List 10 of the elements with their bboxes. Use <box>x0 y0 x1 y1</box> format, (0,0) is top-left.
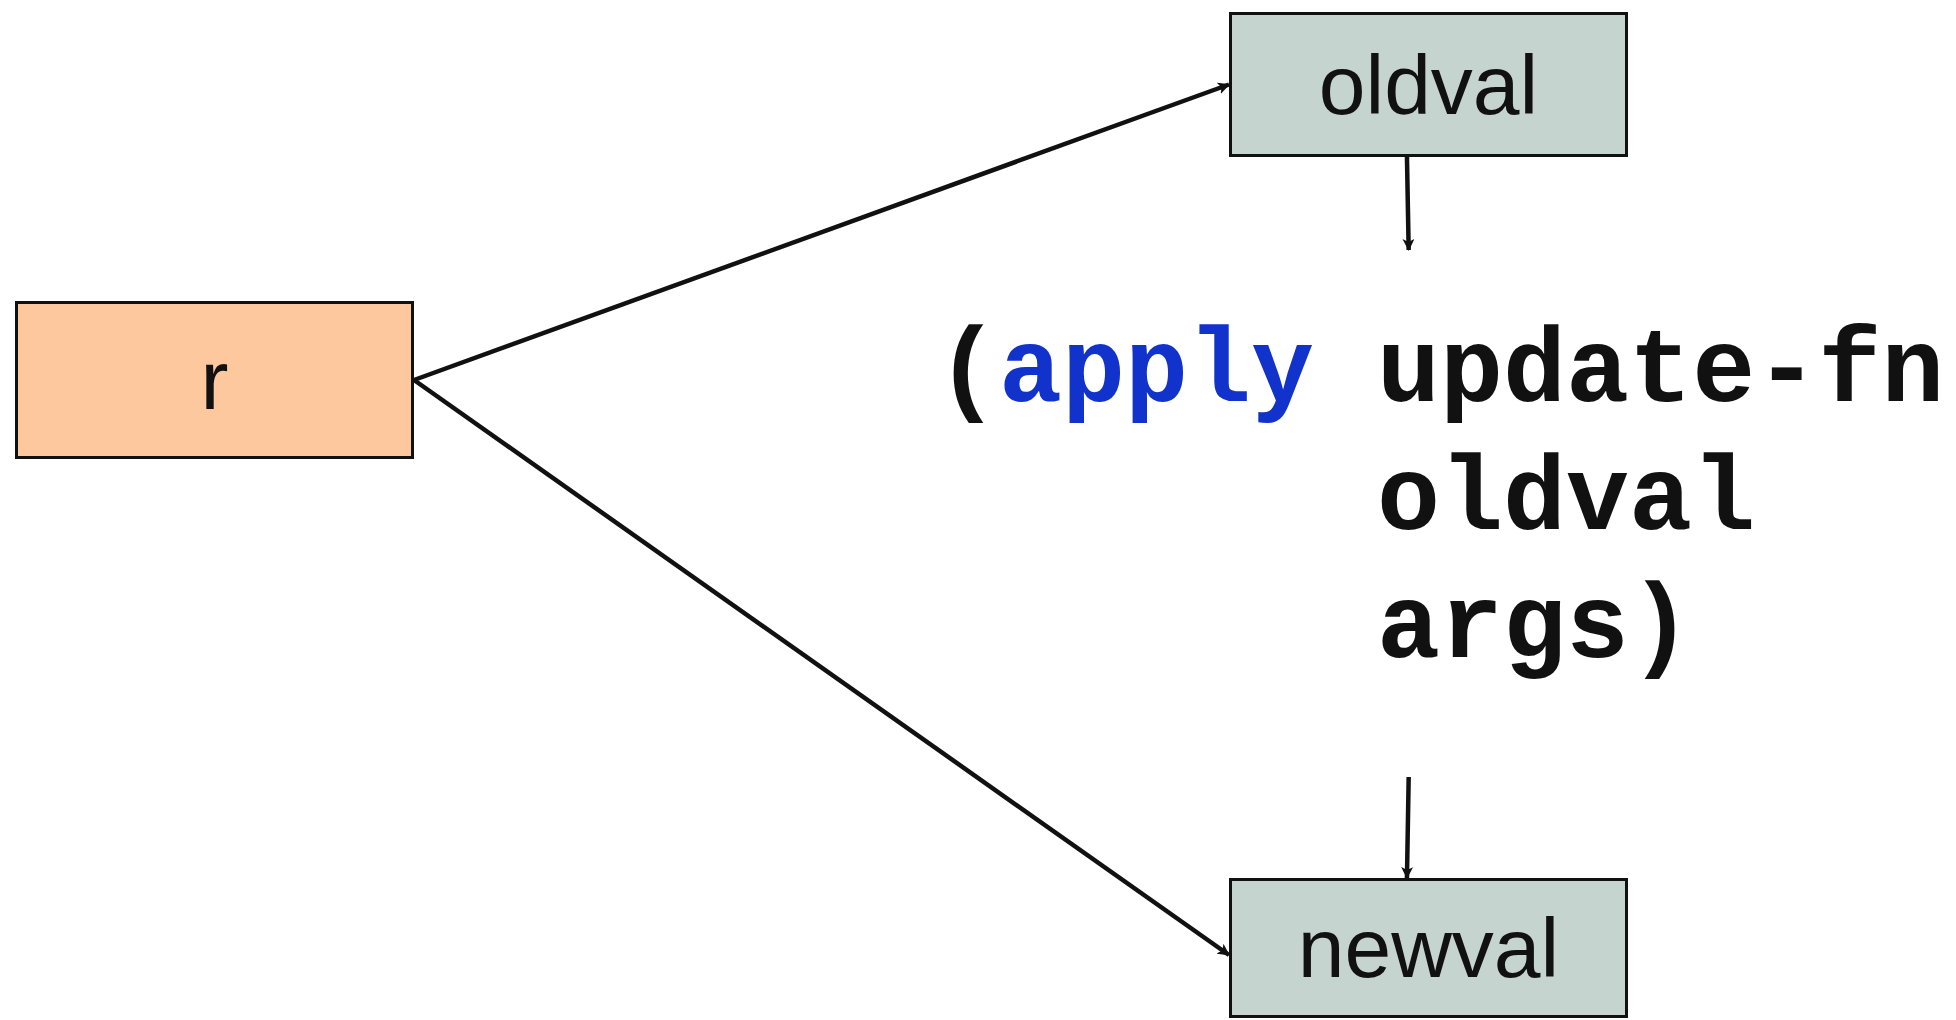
arrow <box>412 378 1231 957</box>
arrow <box>1402 156 1415 251</box>
process-box: oldval <box>1229 12 1628 157</box>
process-box: newval <box>1229 878 1628 1018</box>
code-text: ( <box>936 313 999 435</box>
process-box: r <box>15 301 414 459</box>
arrow <box>1401 776 1414 879</box>
code-text: apply <box>999 313 1315 435</box>
arrow <box>413 82 1230 383</box>
code-text: update-fn oldval args) <box>1377 313 1945 691</box>
